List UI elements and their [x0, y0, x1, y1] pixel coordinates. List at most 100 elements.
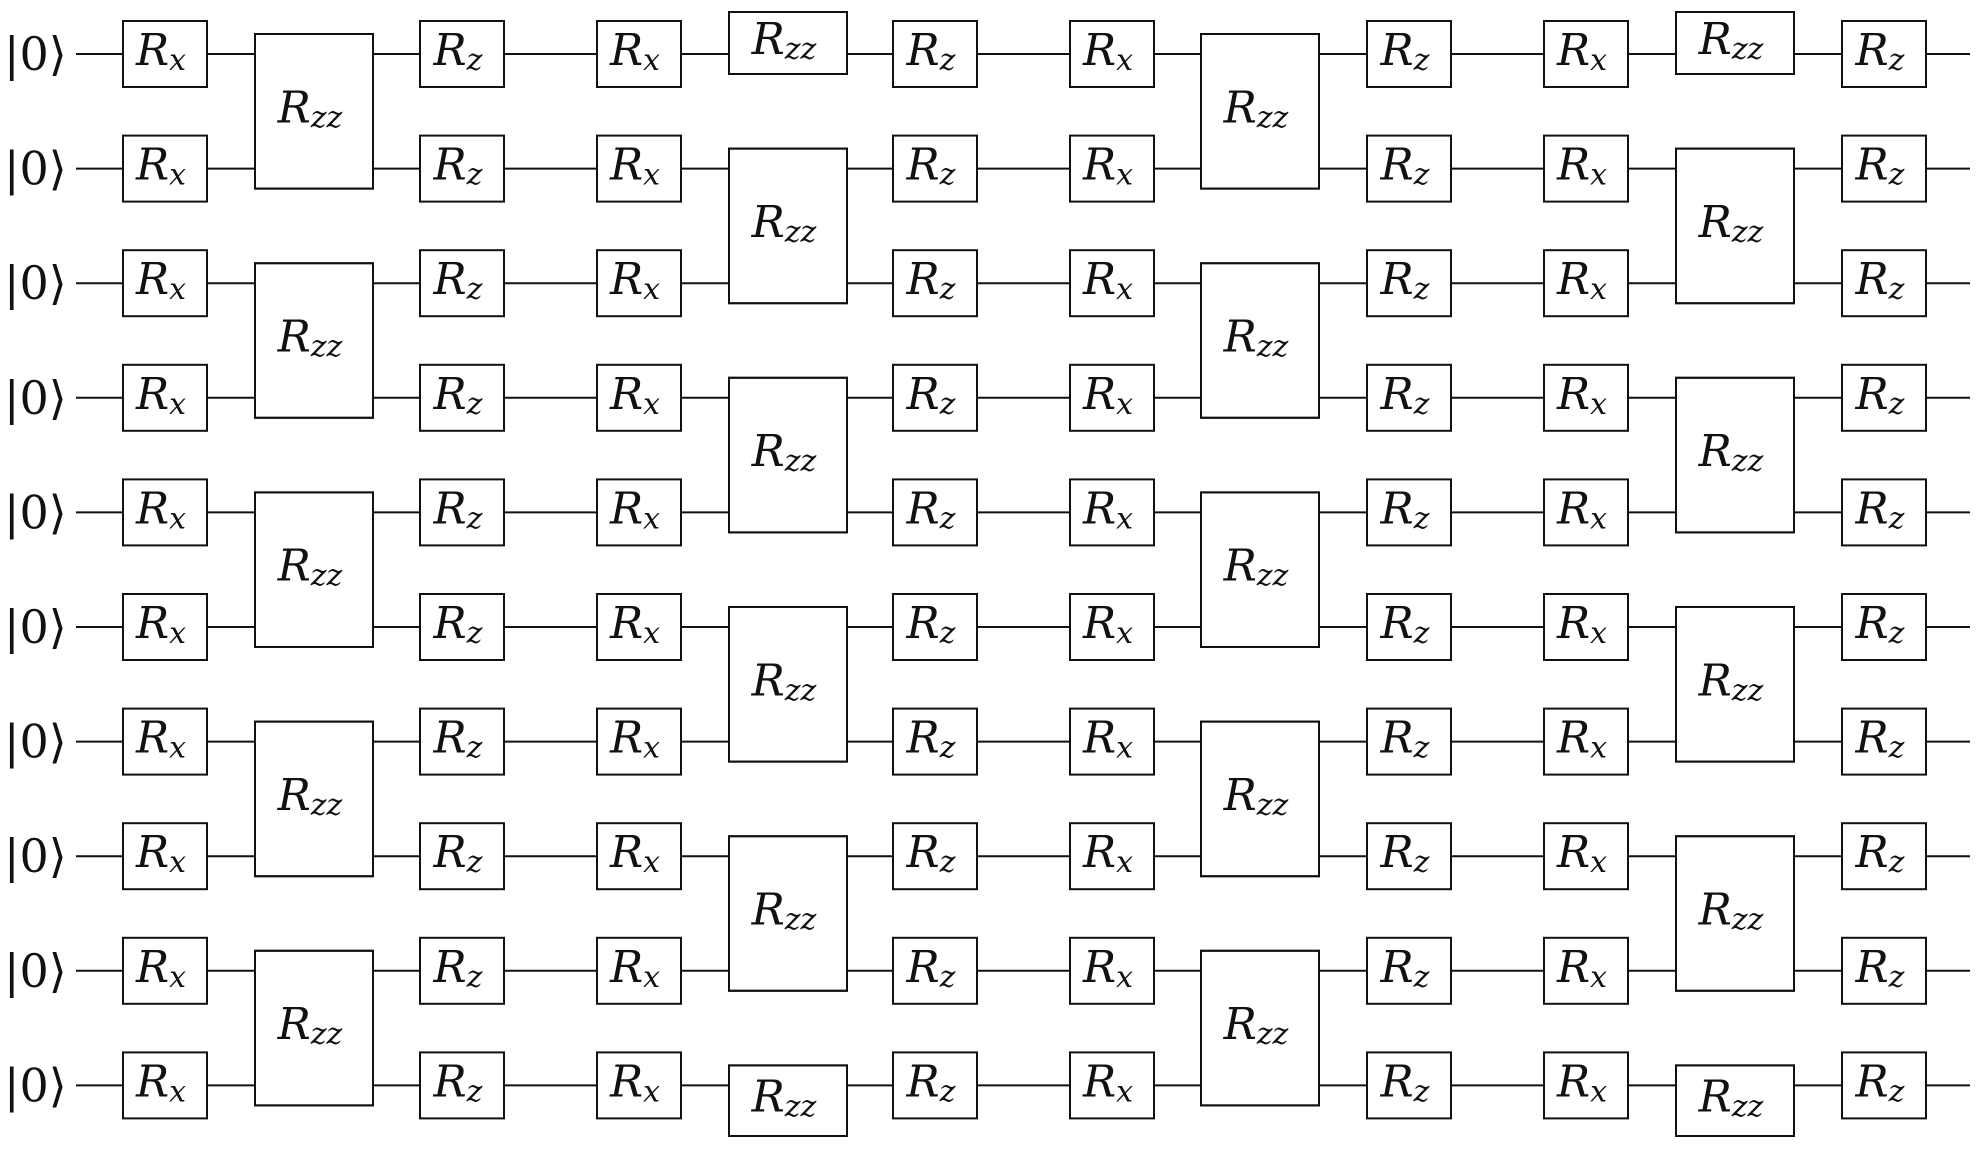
rz-gate-layer5-q5: Rz	[892, 593, 978, 661]
rzz-gate-layer10-q7-8: Rzz	[1675, 835, 1795, 992]
rz-gate-layer2-q3: Rz	[419, 363, 505, 432]
rzz-gate-label: Rzz	[277, 540, 343, 593]
rzz-gate-layer1-q0-1: Rzz	[254, 33, 374, 190]
rx-gate-layer3-q4: Rx	[596, 478, 682, 547]
rx-gate-layer9-q5: Rx	[1543, 593, 1629, 661]
rx-gate-label: Rx	[1556, 254, 1607, 307]
rx-gate-label: Rx	[609, 25, 660, 78]
rx-gate-layer6-q8: Rx	[1069, 936, 1155, 1005]
rz-gate-label: Rz	[1855, 368, 1905, 421]
rx-gate-layer3-q0: Rx	[596, 20, 682, 88]
rx-gate-label: Rx	[1556, 941, 1607, 994]
rz-gate-label: Rz	[906, 941, 956, 994]
rx-gate-layer9-q6: Rx	[1543, 707, 1629, 776]
rzz-gate-layer10-q9-10: Rzz	[1675, 1064, 1795, 1138]
rz-gate-layer2-q5: Rz	[419, 593, 505, 661]
rx-gate-layer6-q6: Rx	[1069, 707, 1155, 776]
rz-gate-label: Rz	[906, 139, 956, 192]
rx-gate-layer0-q6: Rx	[122, 707, 208, 776]
rx-gate-layer0-q3: Rx	[122, 363, 208, 432]
rz-gate-label: Rz	[906, 712, 956, 765]
rzz-gate-label: Rzz	[751, 884, 817, 937]
rz-gate-label: Rz	[1855, 598, 1905, 651]
rx-gate-label: Rx	[1082, 827, 1133, 880]
rzz-gate-layer7-q0-1: Rzz	[1200, 33, 1320, 190]
rz-gate-label: Rz	[1855, 827, 1905, 880]
rzz-gate-label: Rzz	[1223, 769, 1289, 822]
rx-gate-layer9-q3: Rx	[1543, 363, 1629, 432]
rx-gate-layer6-q4: Rx	[1069, 478, 1155, 547]
rz-gate-label: Rz	[433, 368, 483, 421]
rzz-gate-label: Rzz	[1223, 999, 1289, 1052]
rz-gate-label: Rz	[1380, 368, 1430, 421]
rx-gate-label: Rx	[135, 598, 186, 651]
rx-gate-layer0-q0: Rx	[122, 20, 208, 88]
rz-gate-label: Rz	[906, 25, 956, 78]
rzz-gate-label: Rzz	[751, 14, 817, 67]
rzz-gate-label: Rzz	[277, 82, 343, 135]
rx-gate-layer0-q8: Rx	[122, 936, 208, 1005]
rz-gate-label: Rz	[906, 483, 956, 536]
rz-gate-layer5-q1: Rz	[892, 134, 978, 203]
rx-gate-layer0-q1: Rx	[122, 134, 208, 203]
rz-gate-label: Rz	[1855, 712, 1905, 765]
rzz-gate-label: Rzz	[1698, 426, 1764, 479]
rzz-gate-label: Rzz	[751, 426, 817, 479]
rz-gate-label: Rz	[433, 139, 483, 192]
rx-gate-label: Rx	[609, 139, 660, 192]
rx-gate-label: Rx	[1082, 25, 1133, 78]
rz-gate-label: Rz	[433, 712, 483, 765]
qubit-init-label-2: |0⟩	[4, 256, 67, 310]
rz-gate-layer5-q9: Rz	[892, 1051, 978, 1120]
rz-gate-layer2-q8: Rz	[419, 936, 505, 1005]
rz-gate-layer2-q1: Rz	[419, 134, 505, 203]
rx-gate-label: Rx	[1082, 712, 1133, 765]
rz-gate-layer11-q7: Rz	[1841, 822, 1927, 891]
rz-gate-layer5-q7: Rz	[892, 822, 978, 891]
qubit-init-label-1: |0⟩	[4, 142, 67, 196]
rx-gate-layer9-q2: Rx	[1543, 249, 1629, 318]
rx-gate-layer3-q1: Rx	[596, 134, 682, 203]
rzz-gate-label: Rzz	[751, 655, 817, 708]
rz-gate-layer8-q6: Rz	[1366, 707, 1452, 776]
rz-gate-layer11-q4: Rz	[1841, 478, 1927, 547]
rx-gate-layer0-q9: Rx	[122, 1051, 208, 1120]
rzz-gate-label: Rzz	[1223, 82, 1289, 135]
rz-gate-label: Rz	[1380, 25, 1430, 78]
rx-gate-label: Rx	[135, 139, 186, 192]
rz-gate-layer2-q2: Rz	[419, 249, 505, 318]
rz-gate-label: Rz	[906, 254, 956, 307]
rx-gate-layer0-q5: Rx	[122, 593, 208, 661]
rzz-gate-layer4-q5-6: Rzz	[728, 606, 848, 763]
rzz-gate-layer4-q9-10: Rzz	[728, 1064, 848, 1138]
rzz-gate-label: Rzz	[1698, 655, 1764, 708]
rx-gate-label: Rx	[135, 483, 186, 536]
rx-gate-layer9-q7: Rx	[1543, 822, 1629, 891]
rx-gate-layer3-q3: Rx	[596, 363, 682, 432]
gates-layer: RxRxRxRxRxRxRxRxRxRxRzzRzzRzzRzzRzzRzRzR…	[122, 11, 1927, 1138]
rzz-gate-label: Rzz	[1223, 311, 1289, 364]
rx-gate-label: Rx	[609, 941, 660, 994]
rz-gate-label: Rz	[906, 598, 956, 651]
rz-gate-layer8-q5: Rz	[1366, 593, 1452, 661]
rx-gate-layer9-q8: Rx	[1543, 936, 1629, 1005]
rx-gate-label: Rx	[135, 368, 186, 421]
rx-gate-layer0-q4: Rx	[122, 478, 208, 547]
rzz-gate-label: Rzz	[277, 769, 343, 822]
rz-gate-layer11-q3: Rz	[1841, 363, 1927, 432]
rz-gate-layer8-q0: Rz	[1366, 20, 1452, 88]
rzz-gate-label: Rzz	[1698, 14, 1764, 67]
rx-gate-label: Rx	[1556, 598, 1607, 651]
rz-gate-layer5-q3: Rz	[892, 363, 978, 432]
wires-layer	[76, 53, 1970, 1087]
rz-gate-layer8-q2: Rz	[1366, 249, 1452, 318]
rz-gate-label: Rz	[433, 483, 483, 536]
rz-gate-label: Rz	[1380, 598, 1430, 651]
qubit-init-label-7: |0⟩	[4, 829, 67, 883]
rx-gate-layer3-q2: Rx	[596, 249, 682, 318]
rx-gate-label: Rx	[1082, 254, 1133, 307]
rzz-gate-layer7-q2-3: Rzz	[1200, 262, 1320, 419]
rz-gate-layer8-q1: Rz	[1366, 134, 1452, 203]
rx-gate-label: Rx	[1082, 368, 1133, 421]
rx-gate-layer9-q9: Rx	[1543, 1051, 1629, 1120]
